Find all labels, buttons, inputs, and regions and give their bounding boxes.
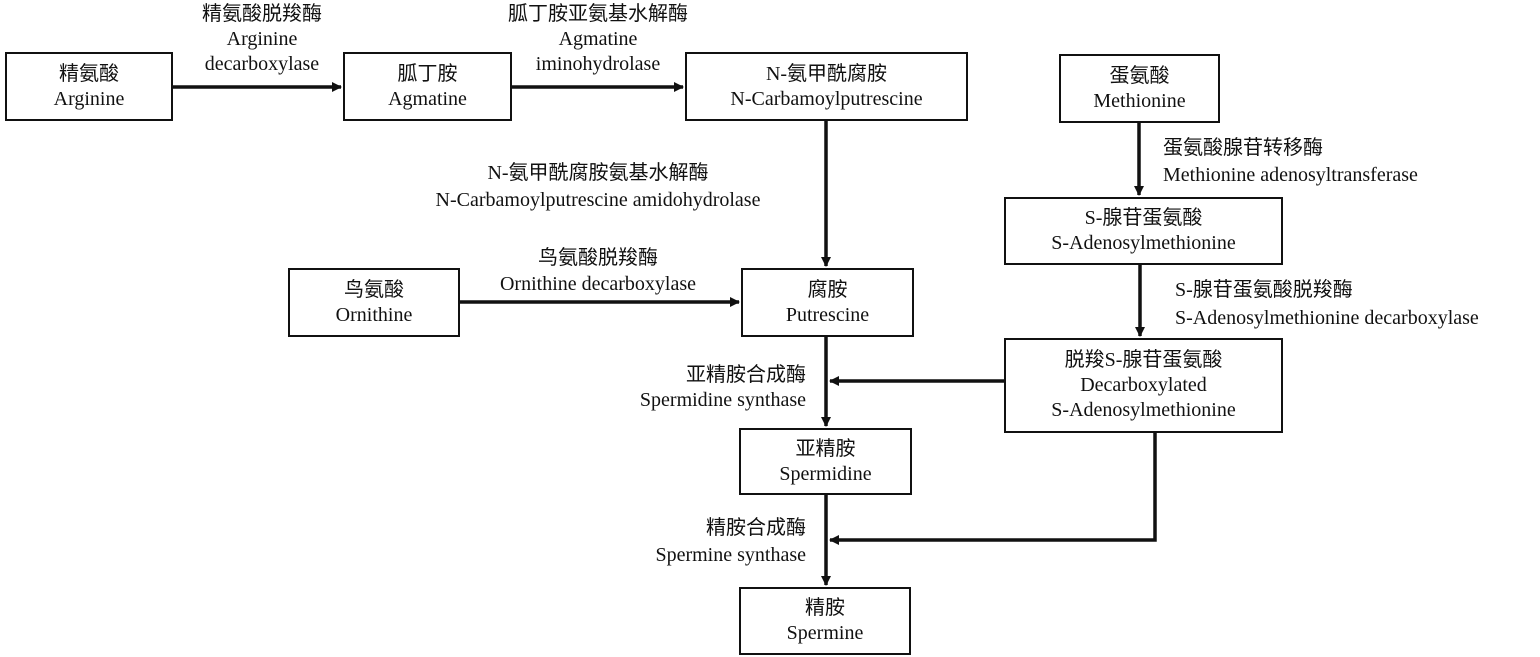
- ncpah-en: N-Carbamoylputrescine amidohydrolase: [435, 189, 761, 211]
- odc-en: Ornithine decarboxylase: [499, 273, 697, 295]
- spds-zh: 亚精胺合成酶: [686, 364, 806, 386]
- enzyme-sam-decarboxylase: S-腺苷蛋氨酸脱羧酶 S-Adenosylmethionine decarbox…: [1175, 276, 1479, 332]
- odc-zh: 鸟氨酸脱羧酶: [537, 247, 658, 269]
- enzyme-ornithine-decarboxylase: 鸟氨酸脱羧酶 Ornithine decarboxylase: [500, 245, 696, 297]
- spermidine-zh: 亚精胺: [795, 437, 856, 460]
- compound-spermine: 精胺 Spermine: [739, 587, 911, 655]
- compound-agmatine: 胍丁胺 Agmatine: [343, 52, 512, 121]
- spms-en: Spermine synthase: [655, 544, 806, 566]
- methionine-zh: 蛋氨酸: [1109, 64, 1170, 87]
- ncp-en: N-Carbamoylputrescine: [730, 87, 923, 110]
- samdc-en: S-Adenosylmethionine decarboxylase: [1175, 307, 1479, 329]
- aih-zh: 胍丁胺亚氨基水解酶: [508, 3, 688, 25]
- ornithine-zh: 鸟氨酸: [344, 278, 404, 301]
- samdc-zh: S-腺苷蛋氨酸脱羧酶: [1175, 279, 1353, 301]
- agmatine-en: Agmatine: [388, 87, 467, 110]
- dcsam-zh: 脱羧S-腺苷蛋氨酸: [1064, 349, 1223, 371]
- compound-s-adenosylmethionine: S-腺苷蛋氨酸 S-Adenosylmethionine: [1004, 197, 1283, 265]
- putrescine-en: Putrescine: [785, 303, 870, 326]
- enzyme-spermine-synthase: 精胺合成酶 Spermine synthase: [655, 515, 806, 569]
- spermine-zh: 精胺: [805, 597, 845, 619]
- dcsam-en1: Decarboxylated: [1080, 374, 1207, 396]
- adc-en2: decarboxylase: [204, 53, 320, 75]
- sam-en: S-Adenosylmethionine: [1051, 232, 1236, 254]
- mat-zh: 蛋氨酸腺苷转移酶: [1163, 137, 1323, 159]
- putrescine-zh: 腐胺: [807, 278, 848, 301]
- enzyme-ncp-amidohydrolase: N-氨甲酰腐胺氨基水解酶 N-Carbamoylputrescine amido…: [436, 160, 761, 214]
- arrow-dcsam-spermine-synthase: [829, 433, 1157, 545]
- spermidine-en: Spermidine: [779, 462, 872, 485]
- agmatine-zh: 胍丁胺: [397, 62, 458, 85]
- compound-ornithine: 鸟氨酸 Ornithine: [288, 268, 460, 337]
- compound-methionine: 蛋氨酸 Methionine: [1059, 54, 1220, 123]
- enzyme-methionine-adenosyltransferase: 蛋氨酸腺苷转移酶 Methionine adenosyltransferase: [1163, 135, 1418, 189]
- enzyme-arginine-decarboxylase: 精氨酸脱羧酶 Arginine decarboxylase: [202, 2, 322, 77]
- enzyme-spermidine-synthase: 亚精胺合成酶 Spermidine synthase: [640, 363, 806, 413]
- adc-en1: Arginine: [226, 28, 298, 50]
- compound-n-carbamoylputrescine: N-氨甲酰腐胺 N-Carbamoylputrescine: [685, 52, 968, 121]
- spms-zh: 精胺合成酶: [706, 517, 806, 539]
- arginine-zh: 精氨酸: [59, 62, 119, 85]
- spds-en: Spermidine synthase: [639, 389, 806, 411]
- compound-spermidine: 亚精胺 Spermidine: [739, 428, 912, 495]
- sam-zh: S-腺苷蛋氨酸: [1084, 207, 1203, 229]
- aih-en2: iminohydrolase: [535, 53, 661, 75]
- adc-zh: 精氨酸脱羧酶: [202, 3, 322, 25]
- aih-en1: Agmatine: [558, 28, 638, 50]
- methionine-en: Methionine: [1093, 89, 1186, 112]
- dcsam-en2: S-Adenosylmethionine: [1051, 399, 1236, 421]
- ornithine-en: Ornithine: [335, 303, 413, 326]
- compound-putrescine: 腐胺 Putrescine: [741, 268, 914, 337]
- ncpah-zh: N-氨甲酰腐胺氨基水解酶: [487, 162, 709, 184]
- enzyme-agmatine-iminohydrolase: 胍丁胺亚氨基水解酶 Agmatine iminohydrolase: [508, 2, 688, 77]
- compound-decarboxylated-sam: 脱羧S-腺苷蛋氨酸 Decarboxylated S-Adenosylmethi…: [1004, 338, 1283, 433]
- mat-en: Methionine adenosyltransferase: [1163, 164, 1418, 186]
- ncp-zh: N-氨甲酰腐胺: [765, 62, 888, 85]
- compound-arginine: 精氨酸 Arginine: [5, 52, 173, 121]
- spermine-en: Spermine: [786, 622, 864, 644]
- arginine-en: Arginine: [53, 87, 125, 110]
